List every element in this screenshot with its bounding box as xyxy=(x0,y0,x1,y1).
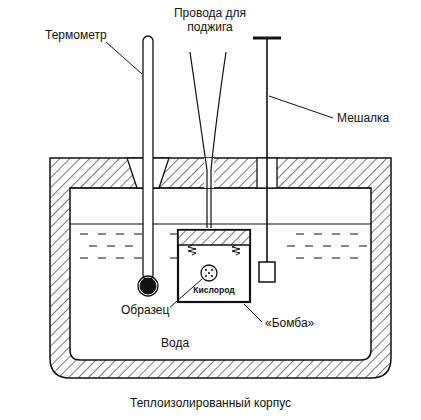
part-label: Провода для поджига xyxy=(163,6,257,34)
part-label: Образец xyxy=(120,303,170,317)
bomb-lid xyxy=(178,230,250,245)
spring xyxy=(232,245,240,255)
part-label: «Бомба» xyxy=(264,316,315,330)
node-text: Кислород xyxy=(180,285,248,296)
part-label: Мешалка xyxy=(336,111,390,125)
stirrer-paddle xyxy=(259,262,275,282)
thermometer-bulb xyxy=(140,278,156,294)
sample-dots xyxy=(205,269,213,277)
part-label: Вода xyxy=(160,336,190,350)
ignition-wire xyxy=(211,52,226,228)
leader-lines xyxy=(106,42,333,322)
ignition-wire xyxy=(190,52,207,228)
insulated-housing xyxy=(50,158,391,378)
caption: Теплоизолированный корпус xyxy=(129,396,292,410)
thermometer-bulb-outline xyxy=(138,276,158,296)
thermometer-tube xyxy=(143,36,153,280)
sample xyxy=(201,265,217,281)
stirrer-shaft xyxy=(266,38,268,264)
part-label: Термометр xyxy=(44,28,108,42)
lid-edge xyxy=(70,187,371,188)
water-level xyxy=(70,223,371,224)
spring xyxy=(188,245,196,255)
stirrer-handle xyxy=(253,37,281,40)
bomb-node: Кислород xyxy=(180,232,248,300)
